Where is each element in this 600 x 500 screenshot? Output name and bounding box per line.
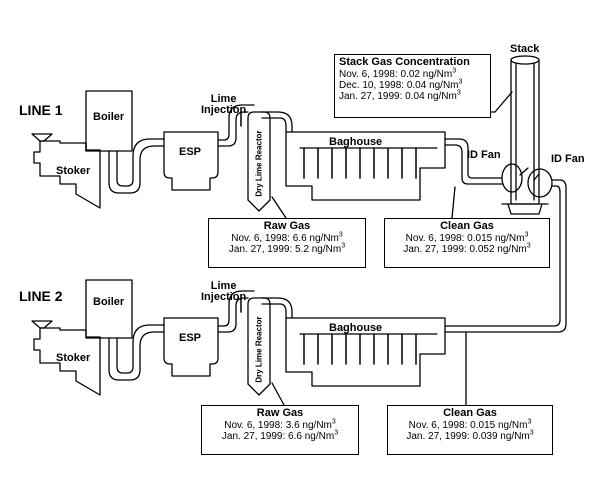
measurement-text: Jan. 27, 1999: 5.2 ng/Nm — [228, 244, 342, 255]
line1-equipment — [31, 90, 523, 212]
line2-esp-label: ESP — [179, 332, 202, 344]
line2-baghouse-label: Baghouse — [329, 322, 383, 334]
measurement-row: Jan. 27, 1999: 5.2 ng/Nm3 — [211, 242, 363, 255]
measurement-unit-exponent: 3 — [331, 418, 336, 426]
line2-baghouse — [285, 317, 446, 387]
line2-stoker-label: Stoker — [56, 352, 91, 364]
measurement-row: Nov. 6, 1998: 0.015 ng/Nm3 — [387, 231, 547, 244]
line2-raw-gas-title: Raw Gas — [256, 407, 304, 419]
line2-stoker-hopper — [31, 320, 53, 329]
line1-stoker-hopper — [31, 133, 53, 142]
measurement-text: Nov. 6, 1998: 0.015 ng/Nm — [408, 420, 528, 431]
measurement-unit-exponent: 3 — [456, 89, 461, 97]
measurement-unit-exponent: 3 — [529, 429, 534, 437]
measurement-row: Jan. 27, 1999: 6.6 ng/Nm3 — [204, 429, 356, 442]
measurement-row: Nov. 6, 1998: 3.6 ng/Nm3 — [204, 418, 356, 431]
measurement-text: Jan. 27, 1999: 0.039 ng/Nm — [406, 431, 530, 442]
line2-label: LINE 2 — [19, 288, 63, 304]
measurement-unit-exponent: 3 — [452, 67, 457, 75]
measurement-unit-exponent: 3 — [524, 231, 529, 239]
measurement-unit-exponent: 3 — [526, 242, 531, 250]
line2-stoker — [33, 327, 101, 396]
measurement-unit-exponent: 3 — [341, 242, 346, 250]
measurement-text: Nov. 6, 1998: 3.6 ng/Nm — [224, 420, 332, 431]
line2-boiler-label: Boiler — [93, 296, 125, 308]
line1-baghouse-label: Baghouse — [329, 136, 383, 148]
stack-gas-concentration-box: Stack Gas Concentration Nov. 6, 1998: 0.… — [334, 54, 491, 118]
stack-gas-concentration-title: Stack Gas Concentration — [339, 56, 470, 68]
measurement-row: Nov. 6, 1998: 0.015 ng/Nm3 — [390, 418, 550, 431]
line2-dry-lime-reactor-label: Dry Lime Reactor — [254, 316, 264, 383]
line1-stoker-label: Stoker — [56, 165, 91, 177]
measurement-unit-exponent: 3 — [338, 231, 343, 239]
line1-lime-injection-label: Lime Injection — [201, 93, 247, 116]
measurement-text: Dec. 10, 1998: 0.04 ng/Nm — [339, 80, 459, 91]
measurement-unit-exponent: 3 — [458, 78, 463, 86]
line1-baghouse — [285, 131, 446, 201]
line2-esp — [163, 317, 219, 377]
measurement-text: Jan. 27, 1999: 6.6 ng/Nm — [221, 431, 335, 442]
stack — [449, 55, 567, 333]
measurement-row: Dec. 10, 1998: 0.04 ng/Nm3 — [339, 78, 486, 91]
measurement-text: Nov. 6, 1998: 0.015 ng/Nm — [405, 233, 525, 244]
measurement-row: Nov. 6, 1998: 0.02 ng/Nm3 — [339, 67, 486, 80]
measurement-text: Nov. 6, 1998: 0.02 ng/Nm — [339, 69, 453, 80]
line2-boiler — [85, 279, 133, 339]
line2-lime-injection-label: Lime Injection — [201, 280, 247, 303]
line1-clean-gas-title: Clean Gas — [440, 220, 494, 232]
line2-id-fan — [527, 168, 553, 198]
measurement-row: Jan. 27, 1999: 0.039 ng/Nm3 — [390, 429, 550, 442]
line1-raw-gas-title: Raw Gas — [263, 220, 311, 232]
line1-boiler-label: Boiler — [93, 111, 125, 123]
measurement-unit-exponent: 3 — [334, 429, 339, 437]
measurement-row: Jan. 27, 1999: 0.052 ng/Nm3 — [387, 242, 547, 255]
line1-dry-lime-reactor-label: Dry Lime Reactor — [254, 130, 264, 197]
measurement-unit-exponent: 3 — [527, 418, 532, 426]
line1-id-fan — [501, 163, 523, 193]
stack-label: Stack — [510, 43, 540, 55]
line1-esp-label: ESP — [179, 146, 202, 158]
line1-label: LINE 1 — [19, 102, 63, 118]
line1-esp — [163, 131, 219, 191]
measurement-text: Nov. 6, 1998: 6.6 ng/Nm — [231, 233, 339, 244]
measurement-row: Nov. 6, 1998: 6.6 ng/Nm3 — [211, 231, 363, 244]
line2-equipment — [31, 279, 451, 396]
line2-clean-gas-title: Clean Gas — [443, 407, 497, 419]
id-fan-right-label: ID Fan — [551, 153, 585, 165]
line1-stoker — [33, 140, 101, 209]
measurement-text: Jan. 27, 1999: 0.052 ng/Nm — [403, 244, 527, 255]
id-fan-left-label: ID Fan — [467, 149, 501, 161]
measurement-row: Jan. 27, 1999: 0.04 ng/Nm3 — [339, 89, 486, 102]
measurement-text: Jan. 27, 1999: 0.04 ng/Nm — [339, 91, 457, 102]
